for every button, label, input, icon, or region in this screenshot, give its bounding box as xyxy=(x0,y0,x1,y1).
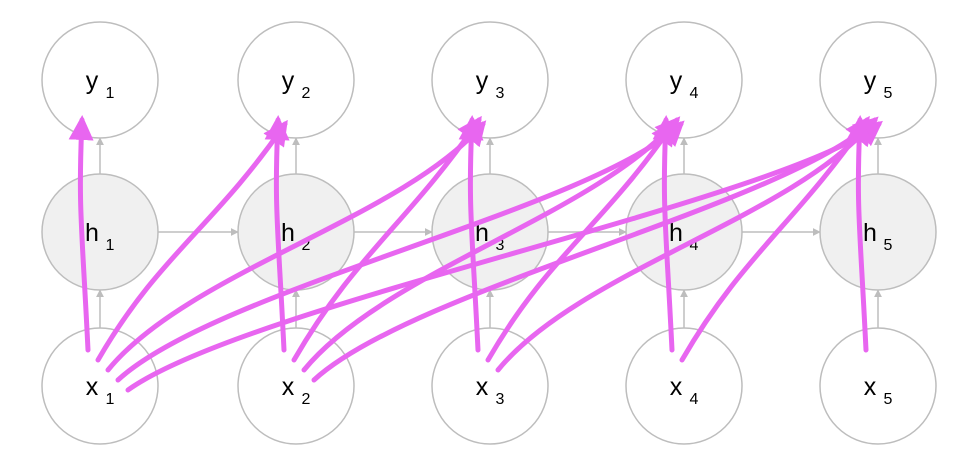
attention-edge-x3-y3 xyxy=(458,115,484,353)
attention-edge-x1-y4 xyxy=(115,120,685,383)
hidden-node-subscript: 5 xyxy=(884,237,893,254)
hidden-node-label: h xyxy=(475,219,489,247)
output-node-subscript: 4 xyxy=(690,85,699,102)
attention-edge-x2-y5 xyxy=(311,116,879,383)
input-node-subscript: 1 xyxy=(106,391,115,408)
attention-edge-x1-y2 xyxy=(95,119,288,363)
hidden-node-subscript: 2 xyxy=(302,237,311,254)
output-node-circle xyxy=(625,21,743,139)
attention-edge-x2-y3 xyxy=(291,115,482,363)
attention-edge-x3-y5 xyxy=(495,120,875,373)
input-node-circle xyxy=(237,327,355,445)
input-node-subscript: 5 xyxy=(884,391,893,408)
output-node-circle xyxy=(431,21,549,139)
input-node-label: x xyxy=(476,373,489,401)
hidden-node-subscript: 1 xyxy=(106,237,115,254)
input-node-subscript: 4 xyxy=(690,391,699,408)
input-node-circle xyxy=(819,327,937,445)
output-node-circle xyxy=(819,21,937,139)
attention-edge-x1-y3 xyxy=(105,120,487,373)
hidden-node-label: h xyxy=(281,219,295,247)
input-node-label: x xyxy=(86,373,99,401)
hidden-node-label: h xyxy=(863,219,877,247)
attention-edge-x2-y2 xyxy=(264,115,290,353)
hidden-node-subscript: 4 xyxy=(690,237,699,254)
output-node-label: y xyxy=(86,67,99,95)
attention-connections xyxy=(68,115,883,393)
attention-edge-x2-y4 xyxy=(301,116,681,373)
input-node-label: x xyxy=(670,373,683,401)
output-node-subscript: 5 xyxy=(884,85,893,102)
hidden-node-label: h xyxy=(85,219,99,247)
attention-edge-x1-y1 xyxy=(68,115,94,353)
attention-edge-x3-y4 xyxy=(485,119,676,363)
output-node-label: y xyxy=(670,67,683,95)
output-node-label: y xyxy=(476,67,489,95)
input-node-subscript: 3 xyxy=(496,391,505,408)
output-node-subscript: 3 xyxy=(496,85,505,102)
output-node-circle xyxy=(237,21,355,139)
output-node-subscript: 1 xyxy=(106,85,115,102)
hidden-node-label: h xyxy=(669,219,683,247)
attention-edge-x4-y5 xyxy=(679,115,870,363)
output-node-subscript: 2 xyxy=(302,85,311,102)
hidden-node-circle xyxy=(41,173,159,291)
input-node-circle xyxy=(41,327,159,445)
input-node-circle xyxy=(625,327,743,445)
input-node-label: x xyxy=(282,373,295,401)
input-node-subscript: 2 xyxy=(302,391,311,408)
hidden-node-circle xyxy=(819,173,937,291)
input-node-label: x xyxy=(864,373,877,401)
output-node-circle xyxy=(41,21,159,139)
hidden-node-subscript: 3 xyxy=(496,237,505,254)
attention-edge-x5-y5 xyxy=(846,115,872,353)
attention-edge-x4-y4 xyxy=(652,115,678,353)
input-node-circle xyxy=(431,327,549,445)
output-node-label: y xyxy=(864,67,877,95)
output-node-label: y xyxy=(282,67,295,95)
